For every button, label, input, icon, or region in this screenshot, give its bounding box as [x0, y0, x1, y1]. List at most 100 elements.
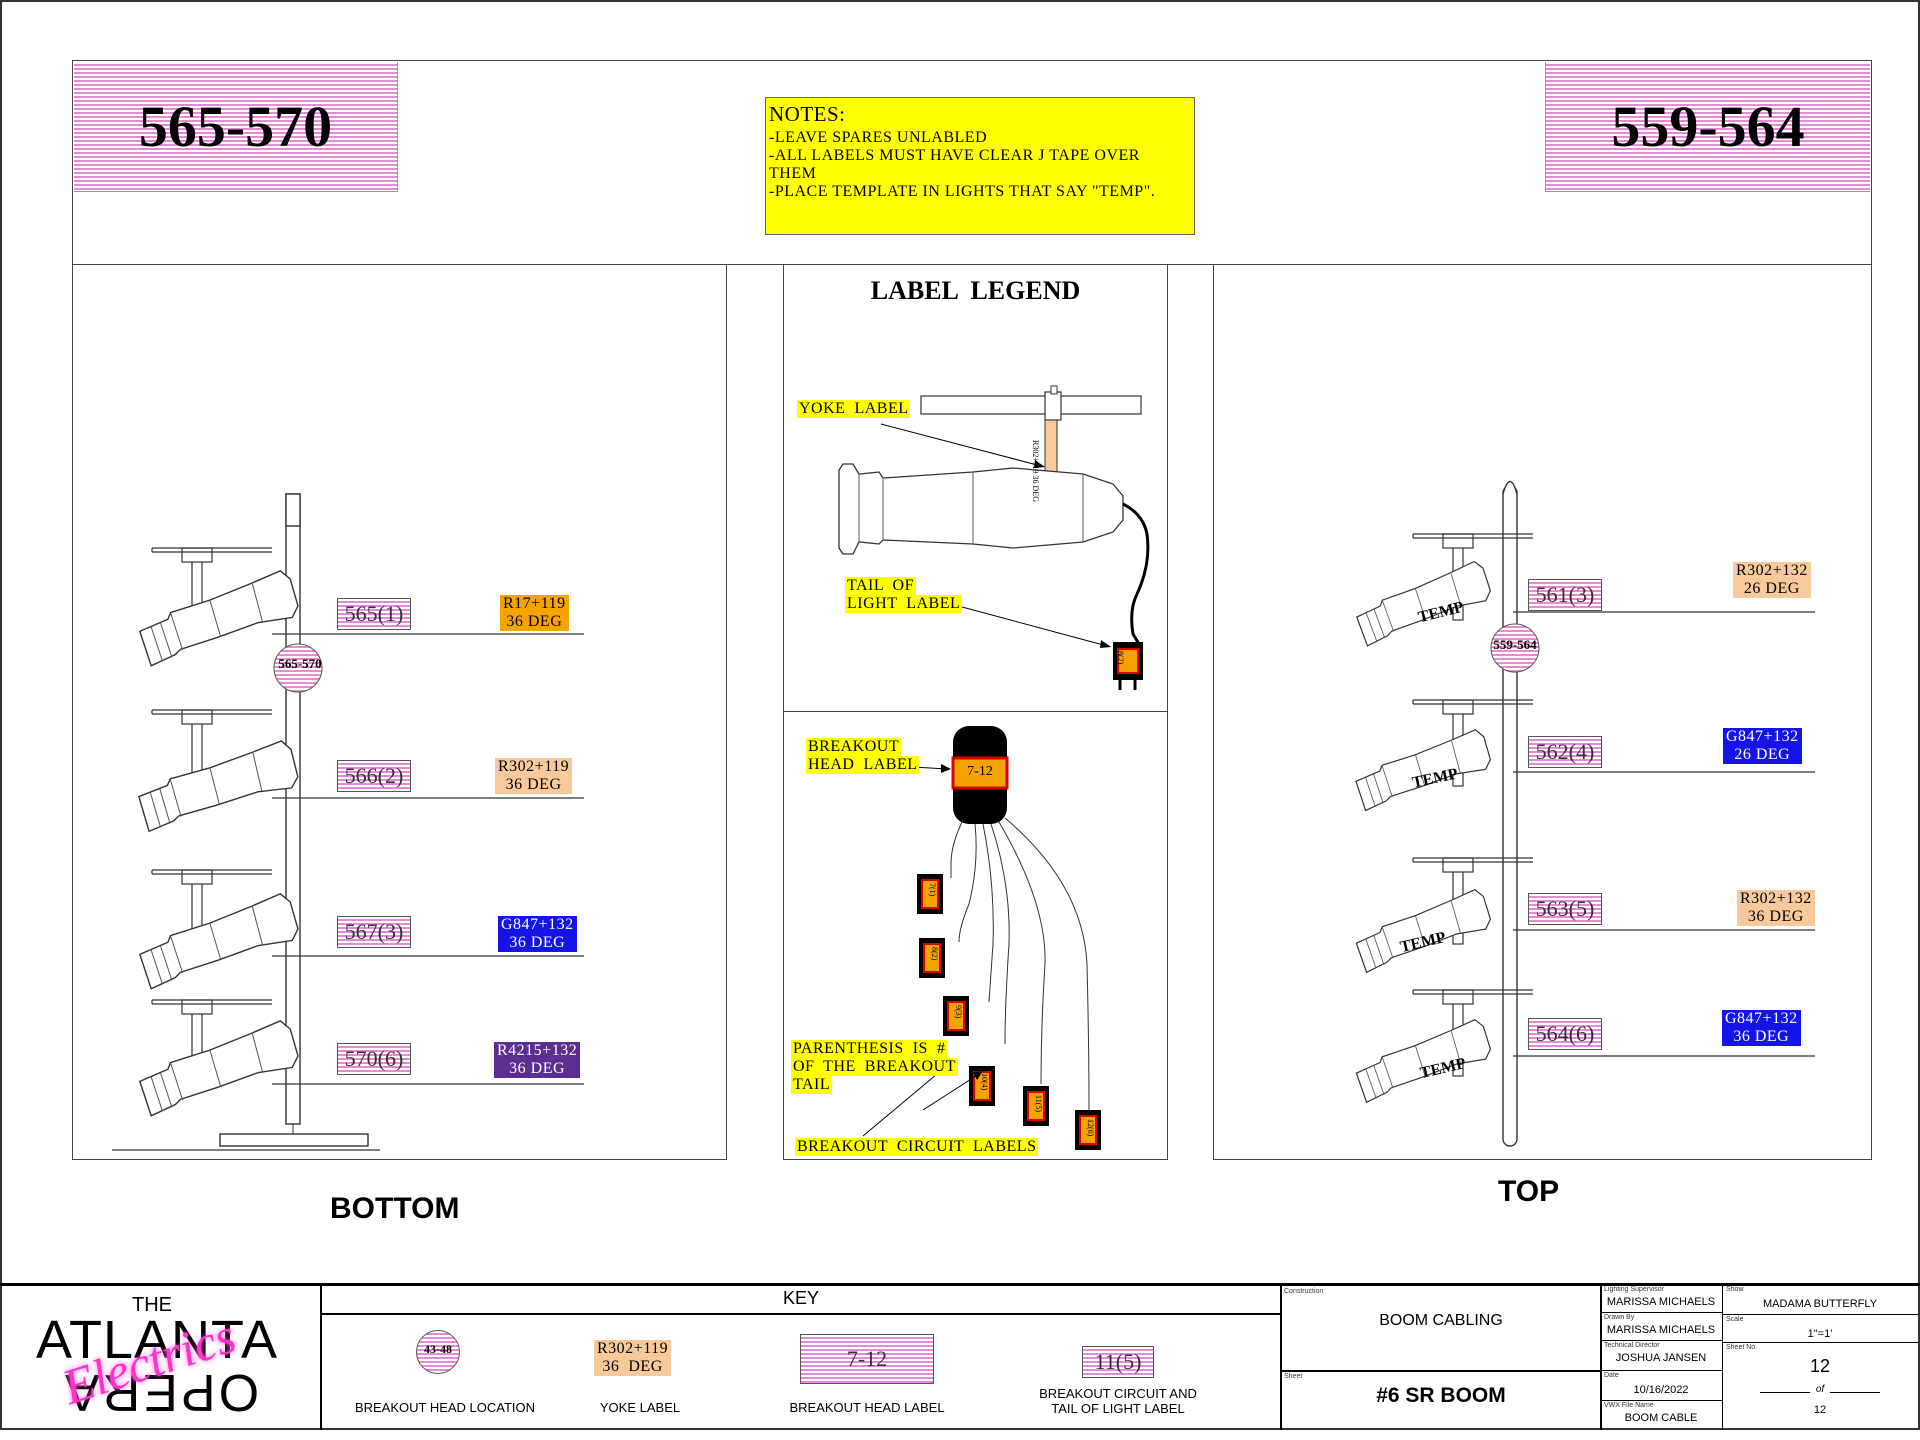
construction-label: Construction — [1284, 1288, 1324, 1295]
legend-paren-3: TAIL — [791, 1076, 833, 1094]
notes-box: NOTES: -LEAVE SPARES UNLABLED -ALL LABEL… — [765, 97, 1195, 235]
of-rule-right — [1830, 1392, 1880, 1393]
title-block-divider — [1600, 1284, 1602, 1430]
show-label: Show — [1726, 1286, 1744, 1293]
legend-paren-1: PARENTHESIS IS # — [791, 1040, 948, 1058]
angle-text: 36 DEG — [1733, 1028, 1790, 1045]
key-head-label-sample: 7-12 — [800, 1334, 934, 1384]
yoke-tag: R302+132 26 DEG — [1733, 562, 1811, 598]
right-circuit-range: 559-564 — [1545, 62, 1870, 192]
tail-tag-text: 8(2) — [1116, 651, 1125, 665]
title-block-divider — [1722, 1284, 1723, 1430]
tail-circuit-text: 12(6) — [1086, 1119, 1095, 1137]
key-caption: BREAKOUT HEAD LABEL — [789, 1400, 945, 1415]
key-head-location-text: 43-48 — [424, 1342, 452, 1356]
tb-rule — [1600, 1370, 1722, 1371]
notes-title: NOTES: — [769, 102, 846, 126]
vwx-value: BOOM CABLE — [1624, 1412, 1698, 1424]
tb-rule — [1600, 1400, 1722, 1401]
sheet-value: #6 SR BOOM — [1376, 1384, 1506, 1407]
circuit-label: 564(6) — [1528, 1018, 1602, 1050]
construction-value: BOOM CABLING — [1379, 1312, 1503, 1329]
sheet-no-label: Sheet No. — [1726, 1344, 1758, 1351]
color-text: G847+132 — [501, 916, 574, 933]
circuit-label: 566(2) — [337, 760, 411, 792]
yoke-tag: G847+132 36 DEG — [1722, 1010, 1801, 1046]
angle-text: 36 DEG — [1747, 908, 1804, 925]
key-yoke-line2: 36 DEG — [602, 1358, 663, 1375]
yoke-tag: R302+132 36 DEG — [1737, 890, 1815, 926]
logo-atlanta: ATLANTA — [36, 1310, 279, 1370]
title-block-divider — [1280, 1284, 1282, 1430]
sheet-no-value: 12 — [1809, 1356, 1831, 1376]
date-value: 10/16/2022 — [1633, 1384, 1689, 1396]
color-text: R17+119 — [503, 595, 566, 612]
of-label: of — [1815, 1384, 1825, 1395]
yoke-tag: R302+119 36 DEG — [495, 758, 573, 794]
legend-yoke-label: YOKE LABEL — [797, 400, 911, 418]
tb-rule — [1600, 1312, 1722, 1313]
drawn-by-label: Drawn By — [1604, 1314, 1635, 1321]
color-text: R302+132 — [1740, 890, 1812, 907]
tb-rule — [1600, 1340, 1722, 1341]
vwx-label: VWX File Name — [1604, 1402, 1654, 1409]
date-label: Date — [1604, 1372, 1619, 1379]
scale-label: Scale — [1726, 1316, 1744, 1323]
tail-circuit-text: 7(1) — [928, 883, 937, 897]
technical-director-label: Technical Director — [1604, 1342, 1660, 1349]
notes-line: THEM — [769, 165, 817, 182]
notes-line: -ALL LABELS MUST HAVE CLEAR J TAPE OVER — [769, 147, 1140, 164]
circuit-label: 562(4) — [1528, 736, 1602, 768]
angle-text: 26 DEG — [1743, 580, 1800, 597]
key-caption: BREAKOUT CIRCUIT AND TAIL OF LIGHT LABEL — [1020, 1386, 1216, 1416]
tb-rule — [1722, 1342, 1918, 1343]
key-caption: YOKE LABEL — [599, 1400, 681, 1415]
title-block-divider — [320, 1284, 322, 1430]
legend-breakout-head-2: HEAD LABEL — [806, 756, 920, 774]
right-panel — [1213, 264, 1872, 1160]
of-total-value: 12 — [1813, 1404, 1827, 1416]
color-text: R302+132 — [1736, 562, 1808, 579]
left-boom-drawing — [112, 493, 584, 1151]
tail-circuit-text: 8(2) — [930, 947, 939, 961]
logo-the: THE — [132, 1294, 172, 1316]
key-caption: BREAKOUT HEAD LOCATION — [354, 1400, 536, 1415]
scale-value: 1"=1' — [1807, 1328, 1833, 1340]
of-rule-left — [1760, 1392, 1810, 1393]
lighting-supervisor-value: MARISSA MICHAELS — [1606, 1296, 1716, 1308]
yoke-tag-sample: R302+119 36 DEG — [1031, 440, 1040, 502]
color-text: G847+132 — [1725, 1010, 1798, 1027]
angle-text: 26 DEG — [1734, 746, 1791, 763]
legend-divider — [783, 711, 1168, 712]
angle-text: 36 DEG — [509, 934, 566, 951]
lighting-supervisor-label: Lighting Supervisor — [1604, 1286, 1664, 1293]
legend-drawing — [838, 385, 1150, 1150]
breakout-head-marker: 559-564 — [1493, 637, 1537, 652]
color-text: G847+132 — [1726, 728, 1799, 745]
yoke-tag: G847+132 26 DEG — [1723, 728, 1802, 764]
sheet-label: Sheet — [1284, 1373, 1303, 1380]
key-title: KEY — [782, 1288, 820, 1308]
tail-circuit-text: 9(3) — [954, 1005, 963, 1019]
key-caption-line2: TAIL OF LIGHT LABEL — [1051, 1401, 1185, 1416]
left-panel — [72, 264, 727, 1160]
legend-tail-label-2: LIGHT LABEL — [845, 595, 963, 613]
legend-panel — [783, 264, 1168, 1160]
circuit-label: 570(6) — [337, 1043, 411, 1075]
angle-text: 36 DEG — [505, 776, 562, 793]
people-column: Lighting Supervisor MARISSA MICHAELS Dra… — [1600, 1284, 1722, 1430]
legend-circuit-labels: BREAKOUT CIRCUIT LABELS — [795, 1138, 1039, 1156]
title-block-rule — [1280, 1370, 1600, 1372]
key-head-location-sample — [416, 1330, 460, 1374]
key-circuit-sample: 11(5) — [1082, 1346, 1154, 1378]
breakout-head-tag-text: 7-12 — [967, 764, 993, 779]
circuit-label: 565(1) — [337, 598, 411, 630]
key-yoke-sample: R302+119 36 DEG — [594, 1340, 672, 1376]
legend-tail-label-1: TAIL OF — [845, 577, 917, 595]
bottom-caption: BOTTOM — [330, 1192, 460, 1225]
left-circuit-range: 565-570 — [74, 62, 398, 192]
legend-paren-2: OF THE BREAKOUT — [791, 1058, 958, 1076]
drawn-by-value: MARISSA MICHAELS — [1606, 1324, 1716, 1336]
key-yoke-line1: R302+119 — [597, 1340, 669, 1357]
